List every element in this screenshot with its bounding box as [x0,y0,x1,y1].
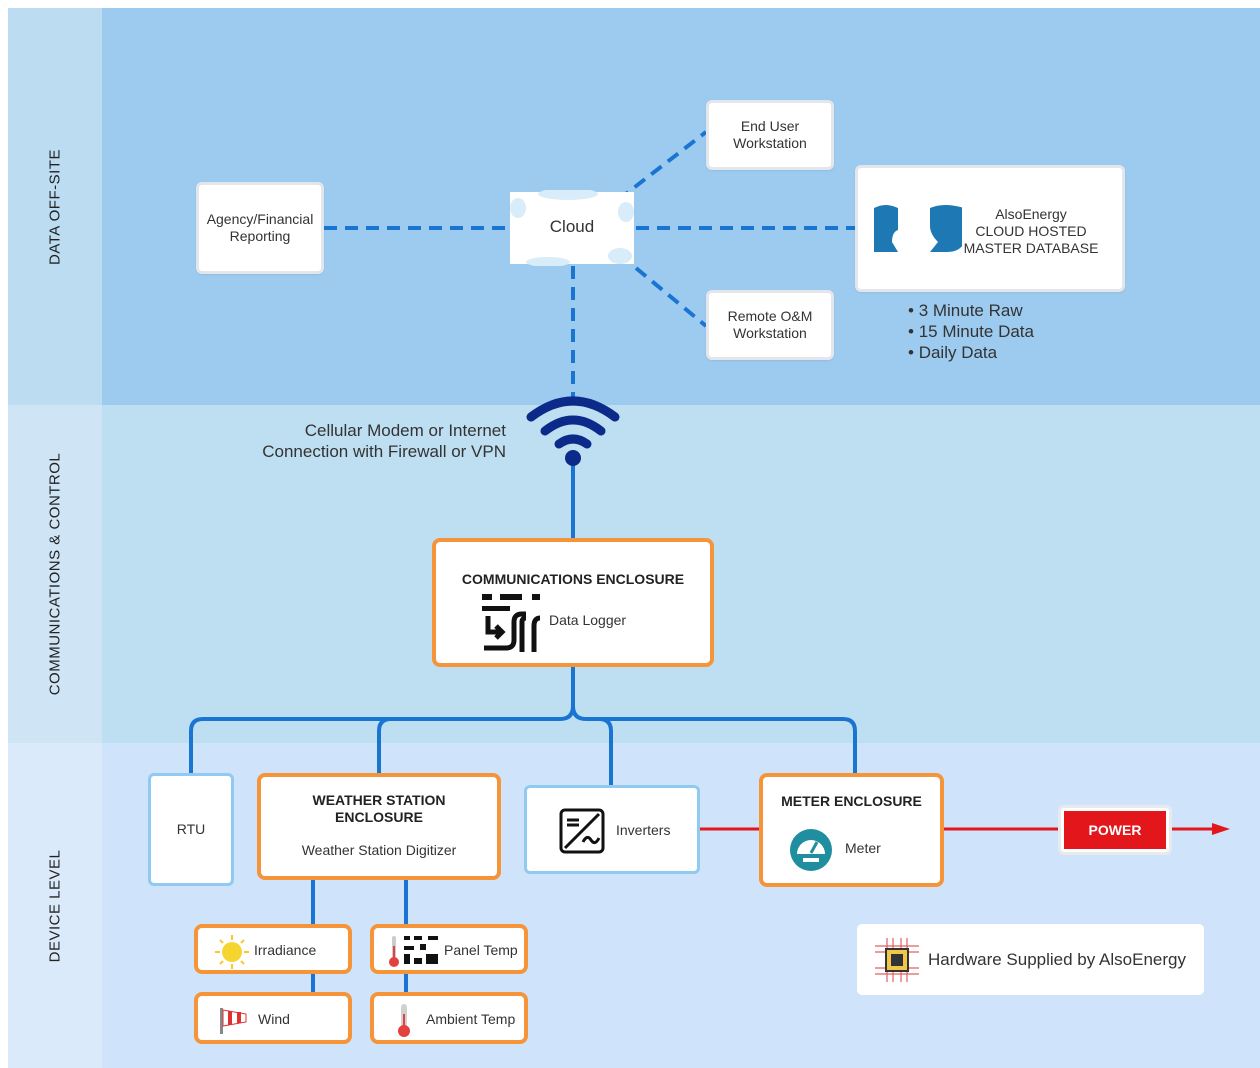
communications-enclosure-box: COMMUNICATIONS ENCLOSURE Data Logger [432,538,714,667]
meter-enclosure-title: METER ENCLOSURE [781,793,922,809]
remote-om-workstation-box: Remote O&M Workstation [706,290,834,360]
remote-line-1: Remote O&M [727,308,813,324]
data-logger-label: Data Logger [549,612,627,628]
connection-line-1: Cellular Modem or Internet [304,421,506,440]
data-frequency-list: • 3 Minute Raw • 15 Minute Data • Daily … [908,300,1128,363]
weather-title-line-1: WEATHER STATION [312,792,446,808]
inverters-label: Inverters [616,822,671,838]
communications-enclosure-title: COMMUNICATIONS ENCLOSURE [461,571,685,587]
weather-title-line-2: ENCLOSURE [335,809,423,825]
meter-icon [790,829,832,871]
cloud-label: Cloud [549,217,595,236]
bullet-3-min-raw: 3 Minute Raw [918,301,1023,320]
agency-financial-box: Agency/Financial Reporting [196,182,324,274]
band-label-offsite: DATA OFF-SITE [8,8,102,405]
panel-temp-box: Panel Temp [370,924,528,974]
power-label: POWER [1088,822,1142,838]
legend-box: Hardware Supplied by AlsoEnergy [857,924,1204,995]
database-icon [874,205,962,252]
wind-box: Wind [194,992,352,1044]
power-badge: POWER [1064,811,1166,849]
chip-icon [875,938,919,982]
database-line-3: MASTER DATABASE [963,240,1099,256]
end-user-line-2: Workstation [733,135,807,151]
database-line-2: CLOUD HOSTED [975,223,1087,239]
inverters-box: Inverters [524,785,700,874]
power-arrow-head [1212,823,1230,835]
agency-line-2: Reporting [229,228,291,244]
band-label-device: DEVICE LEVEL [8,743,102,1068]
weather-station-title: WEATHER STATION ENCLOSURE [261,792,497,826]
remote-line-2: Workstation [733,325,807,341]
connection-line-2: Connection with Firewall or VPN [262,442,506,461]
database-line-1: AlsoEnergy [995,206,1067,222]
bullet-15-min-data: 15 Minute Data [918,322,1034,341]
rtu-label: RTU [176,821,206,837]
dashed-link-remote [634,266,708,328]
database-text: AlsoEnergy CLOUD HOSTED MASTER DATABASE [948,206,1114,257]
wifi-icon [526,396,620,466]
dashed-link-end-user [616,130,708,202]
irradiance-label: Irradiance [254,942,317,958]
panel-temp-icon [389,936,438,967]
inverter-icon [559,808,605,854]
cloud-database-box: AlsoEnergy CLOUD HOSTED MASTER DATABASE [855,165,1125,292]
wind-label: Wind [258,1011,290,1027]
end-user-line-1: End User [740,118,800,134]
panel-temp-label: Panel Temp [444,942,518,958]
thermometer-icon [398,1004,410,1037]
ambient-temp-label: Ambient Temp [426,1011,516,1027]
meter-enclosure-box: METER ENCLOSURE Meter [759,773,944,887]
sun-icon [215,935,249,969]
link-to-weather [377,717,392,775]
ambient-temp-box: Ambient Temp [370,992,528,1044]
legend-label: Hardware Supplied by AlsoEnergy [928,950,1186,969]
agency-line-1: Agency/Financial [206,211,314,227]
cloud-icon [510,190,634,266]
link-to-meter [571,705,857,775]
meter-label: Meter [845,840,881,856]
end-user-workstation-box: End User Workstation [706,100,834,170]
band-label-comms: COMMUNICATIONS & CONTROL [8,405,102,743]
windsock-icon [220,1008,247,1034]
list-item: • Daily Data [908,343,998,362]
link-to-inverters [598,717,613,785]
list-item: • 3 Minute Raw [908,301,1023,320]
weather-station-enclosure-box: WEATHER STATION ENCLOSURE Weather Statio… [257,773,501,880]
list-item: • 15 Minute Data [908,322,1034,341]
connection-text: Cellular Modem or Internet Connection wi… [200,420,506,462]
rtu-box: RTU [148,773,234,886]
irradiance-box: Irradiance [194,924,352,974]
cloud: Cloud [508,190,636,266]
power-box: POWER [1058,805,1172,855]
bullet-daily-data: Daily Data [918,343,998,362]
weather-station-digitizer-label: Weather Station Digitizer [301,842,457,858]
data-logger-icon [482,594,541,652]
